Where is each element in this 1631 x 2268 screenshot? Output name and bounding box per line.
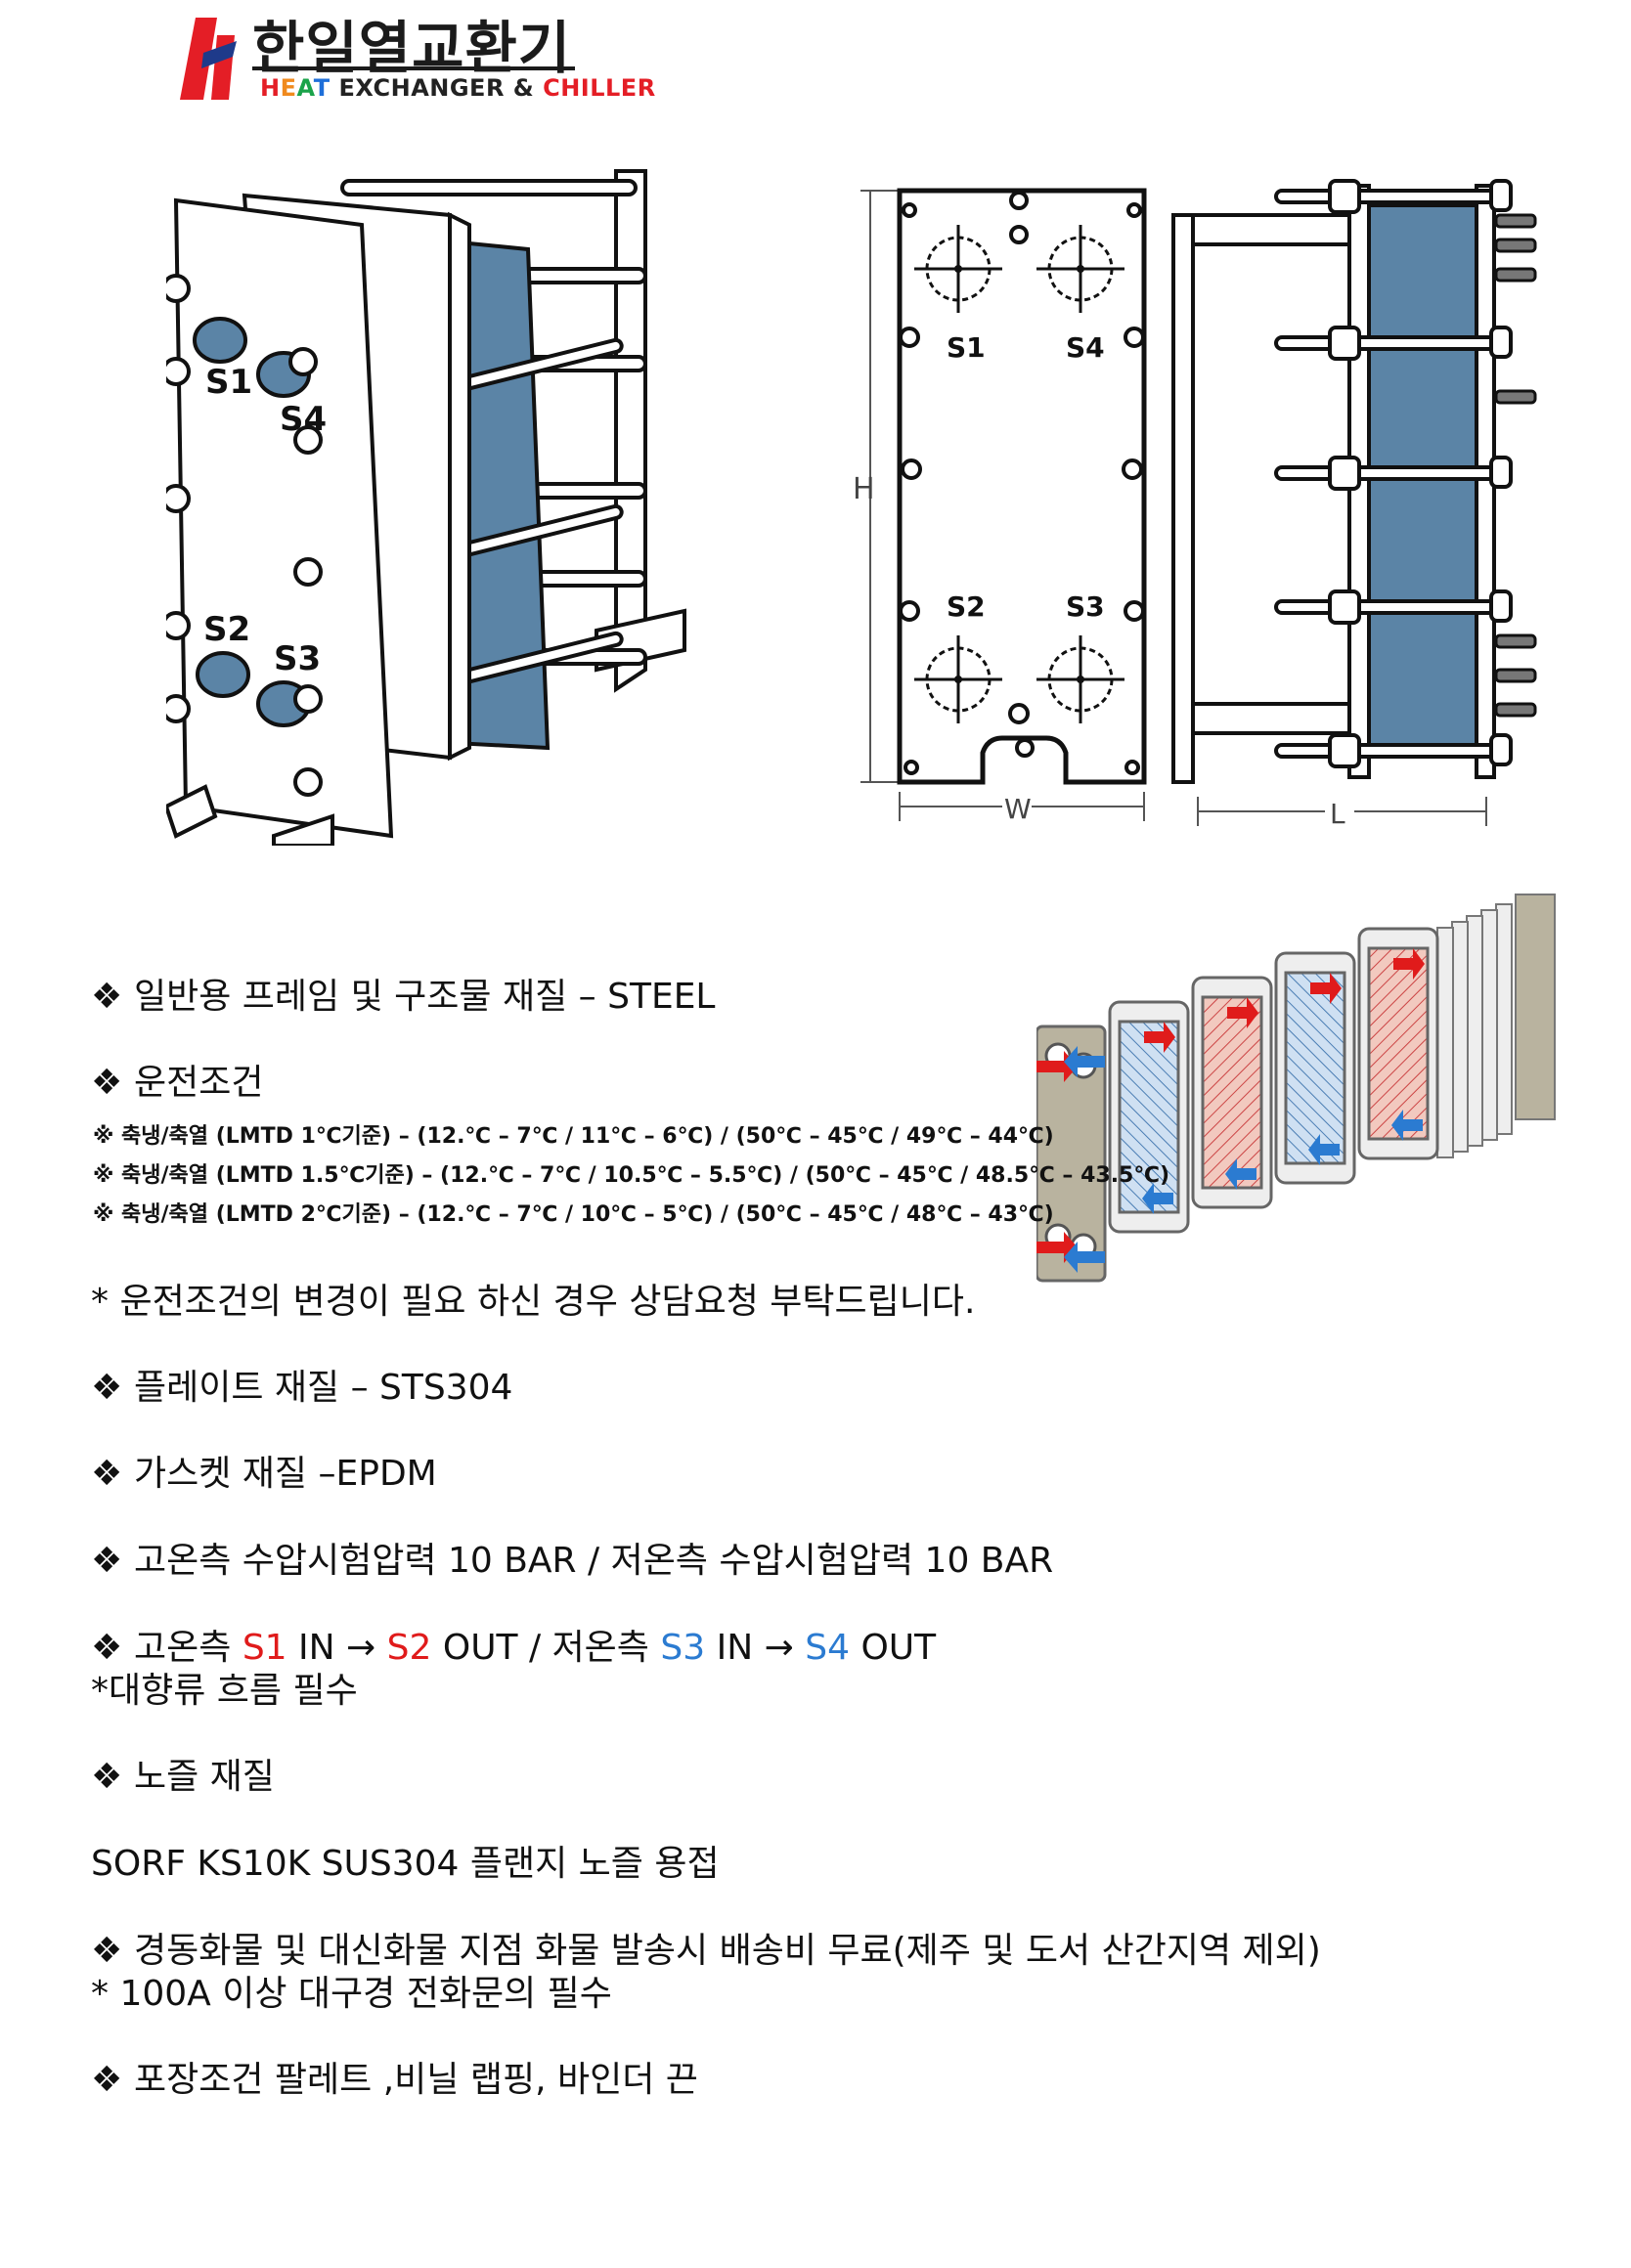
brand-letter-t: T: [313, 74, 331, 102]
flow-in-2: IN →: [716, 1628, 794, 1668]
spec-operating-conditions-title: 운전조건: [134, 1063, 264, 1103]
bullet-icon: ❖: [91, 1368, 123, 1408]
company-logo: 한일열교환기 HEAT EXCHANGER & CHILLER: [174, 0, 655, 109]
flow-port-s2: S2: [386, 1628, 432, 1668]
spec-shipping-text: 경동화물 및 대신화물 지점 화물 발송시 배송비 무료(제주 및 도서 산간지…: [134, 1931, 1321, 1971]
conditions-note: * 운전조건의 변경이 필요 하신 경우 상담요청 부탁드립니다.: [91, 1282, 976, 1322]
brand-exchanger: EXCHANGER &: [330, 74, 544, 102]
spec-test-pressure: ❖ 고온측 수압시험압력 10 BAR / 저온측 수압시험압력 10 BAR: [91, 1532, 1053, 1583]
bullet-icon: ❖: [91, 1931, 123, 1971]
condition-line: ※ 축냉/축열 (LMTD 1.5℃기준) – (12.℃ – 7℃ / 10.…: [93, 1163, 1170, 1188]
spec-flow-direction: ❖ 고온측 S1 IN → S2 OUT / 저온측 S3 IN → S4 OUT: [91, 1619, 936, 1670]
front-port-label: S3: [1066, 590, 1105, 623]
iso-port-label: S2: [203, 610, 250, 649]
bullet-icon: ❖: [91, 1063, 123, 1103]
condition-line: ※ 축냉/축열 (LMTD 2℃기준) – (12.℃ – 7℃ / 10℃ –…: [93, 1202, 1054, 1227]
brand-divider: [252, 66, 575, 70]
brand-english: HEAT EXCHANGER & CHILLER: [260, 74, 656, 102]
dimension-l-label: L: [1330, 798, 1345, 830]
flow-port-s4: S4: [805, 1628, 850, 1668]
shipping-note: * 100A 이상 대구경 전화문의 필수: [91, 1974, 612, 2014]
spec-packing: ❖ 포장조건 팔레트 ,비닐 랩핑, 바인더 끈: [91, 2051, 698, 2102]
spec-gasket-material: ❖ 가스켓 재질 –EPDM: [91, 1445, 437, 1496]
spec-nozzle: ❖ 노즐 재질: [91, 1748, 275, 1799]
flow-port-s1: S1: [242, 1628, 287, 1668]
front-port-label: S2: [947, 590, 986, 623]
logo-mark-icon: [180, 18, 237, 100]
flow-out-2: OUT: [860, 1628, 937, 1668]
front-view-drawing: H W S1 S4 S2 S3: [853, 188, 1147, 825]
spec-operating-conditions: ❖ 운전조건: [91, 1054, 263, 1105]
dimension-w-label: W: [1004, 793, 1032, 825]
side-view-drawing: L: [1171, 179, 1537, 830]
iso-port-label: S3: [274, 639, 321, 678]
nozzle-detail: SORF KS10K SUS304 플랜지 노즐 용접: [91, 1844, 720, 1884]
bullet-icon: ❖: [91, 977, 123, 1017]
spec-plate-material: ❖ 플레이트 재질 – STS304: [91, 1359, 512, 1410]
bullet-icon: ❖: [91, 1757, 123, 1797]
flow-hot-label: 고온측: [134, 1628, 232, 1668]
flow-in-1: IN →: [298, 1628, 376, 1668]
front-port-label: S1: [947, 331, 986, 364]
spec-frame-material: ❖ 일반용 프레임 및 구조물 재질 – STEEL: [91, 968, 716, 1019]
bullet-icon: ❖: [91, 1454, 123, 1494]
bullet-icon: ❖: [91, 2060, 123, 2100]
spec-shipping: ❖ 경동화물 및 대신화물 지점 화물 발송시 배송비 무료(제주 및 도서 산간…: [91, 1922, 1321, 1973]
brand-letter-a: A: [296, 74, 314, 102]
iso-port-label: S4: [280, 400, 327, 439]
brand-korean: 한일열교환기: [252, 15, 572, 81]
spec-frame-material-text: 일반용 프레임 및 구조물 재질 – STEEL: [134, 977, 716, 1017]
flow-port-s3: S3: [660, 1628, 706, 1668]
flow-note: *대향류 흐름 필수: [91, 1671, 358, 1711]
isometric-heat-exchanger-illustration: S1 S4 S2 S3: [166, 169, 686, 846]
dimension-h-label: H: [853, 472, 875, 506]
flow-out-1: OUT / 저온측: [442, 1628, 649, 1668]
spec-plate-material-text: 플레이트 재질 – STS304: [134, 1368, 513, 1408]
front-port-label: S4: [1066, 331, 1105, 364]
spec-packing-text: 포장조건 팔레트 ,비닐 랩핑, 바인더 끈: [134, 2060, 698, 2100]
brand-letter-e: E: [280, 74, 297, 102]
spec-gasket-material-text: 가스켓 재질 –EPDM: [134, 1454, 437, 1494]
bullet-icon: ❖: [91, 1541, 123, 1581]
brand-letter-h: H: [260, 74, 281, 102]
spec-nozzle-title: 노즐 재질: [134, 1757, 275, 1797]
condition-line: ※ 축냉/축열 (LMTD 1℃기준) – (12.℃ – 7℃ / 11℃ –…: [93, 1124, 1054, 1149]
spec-test-pressure-text: 고온측 수압시험압력 10 BAR / 저온측 수압시험압력 10 BAR: [134, 1541, 1054, 1581]
bullet-icon: ❖: [91, 1628, 123, 1668]
exploded-plate-flow-illustration: [1036, 894, 1556, 1283]
brand-chiller: CHILLER: [543, 74, 656, 102]
iso-port-label: S1: [205, 363, 252, 402]
